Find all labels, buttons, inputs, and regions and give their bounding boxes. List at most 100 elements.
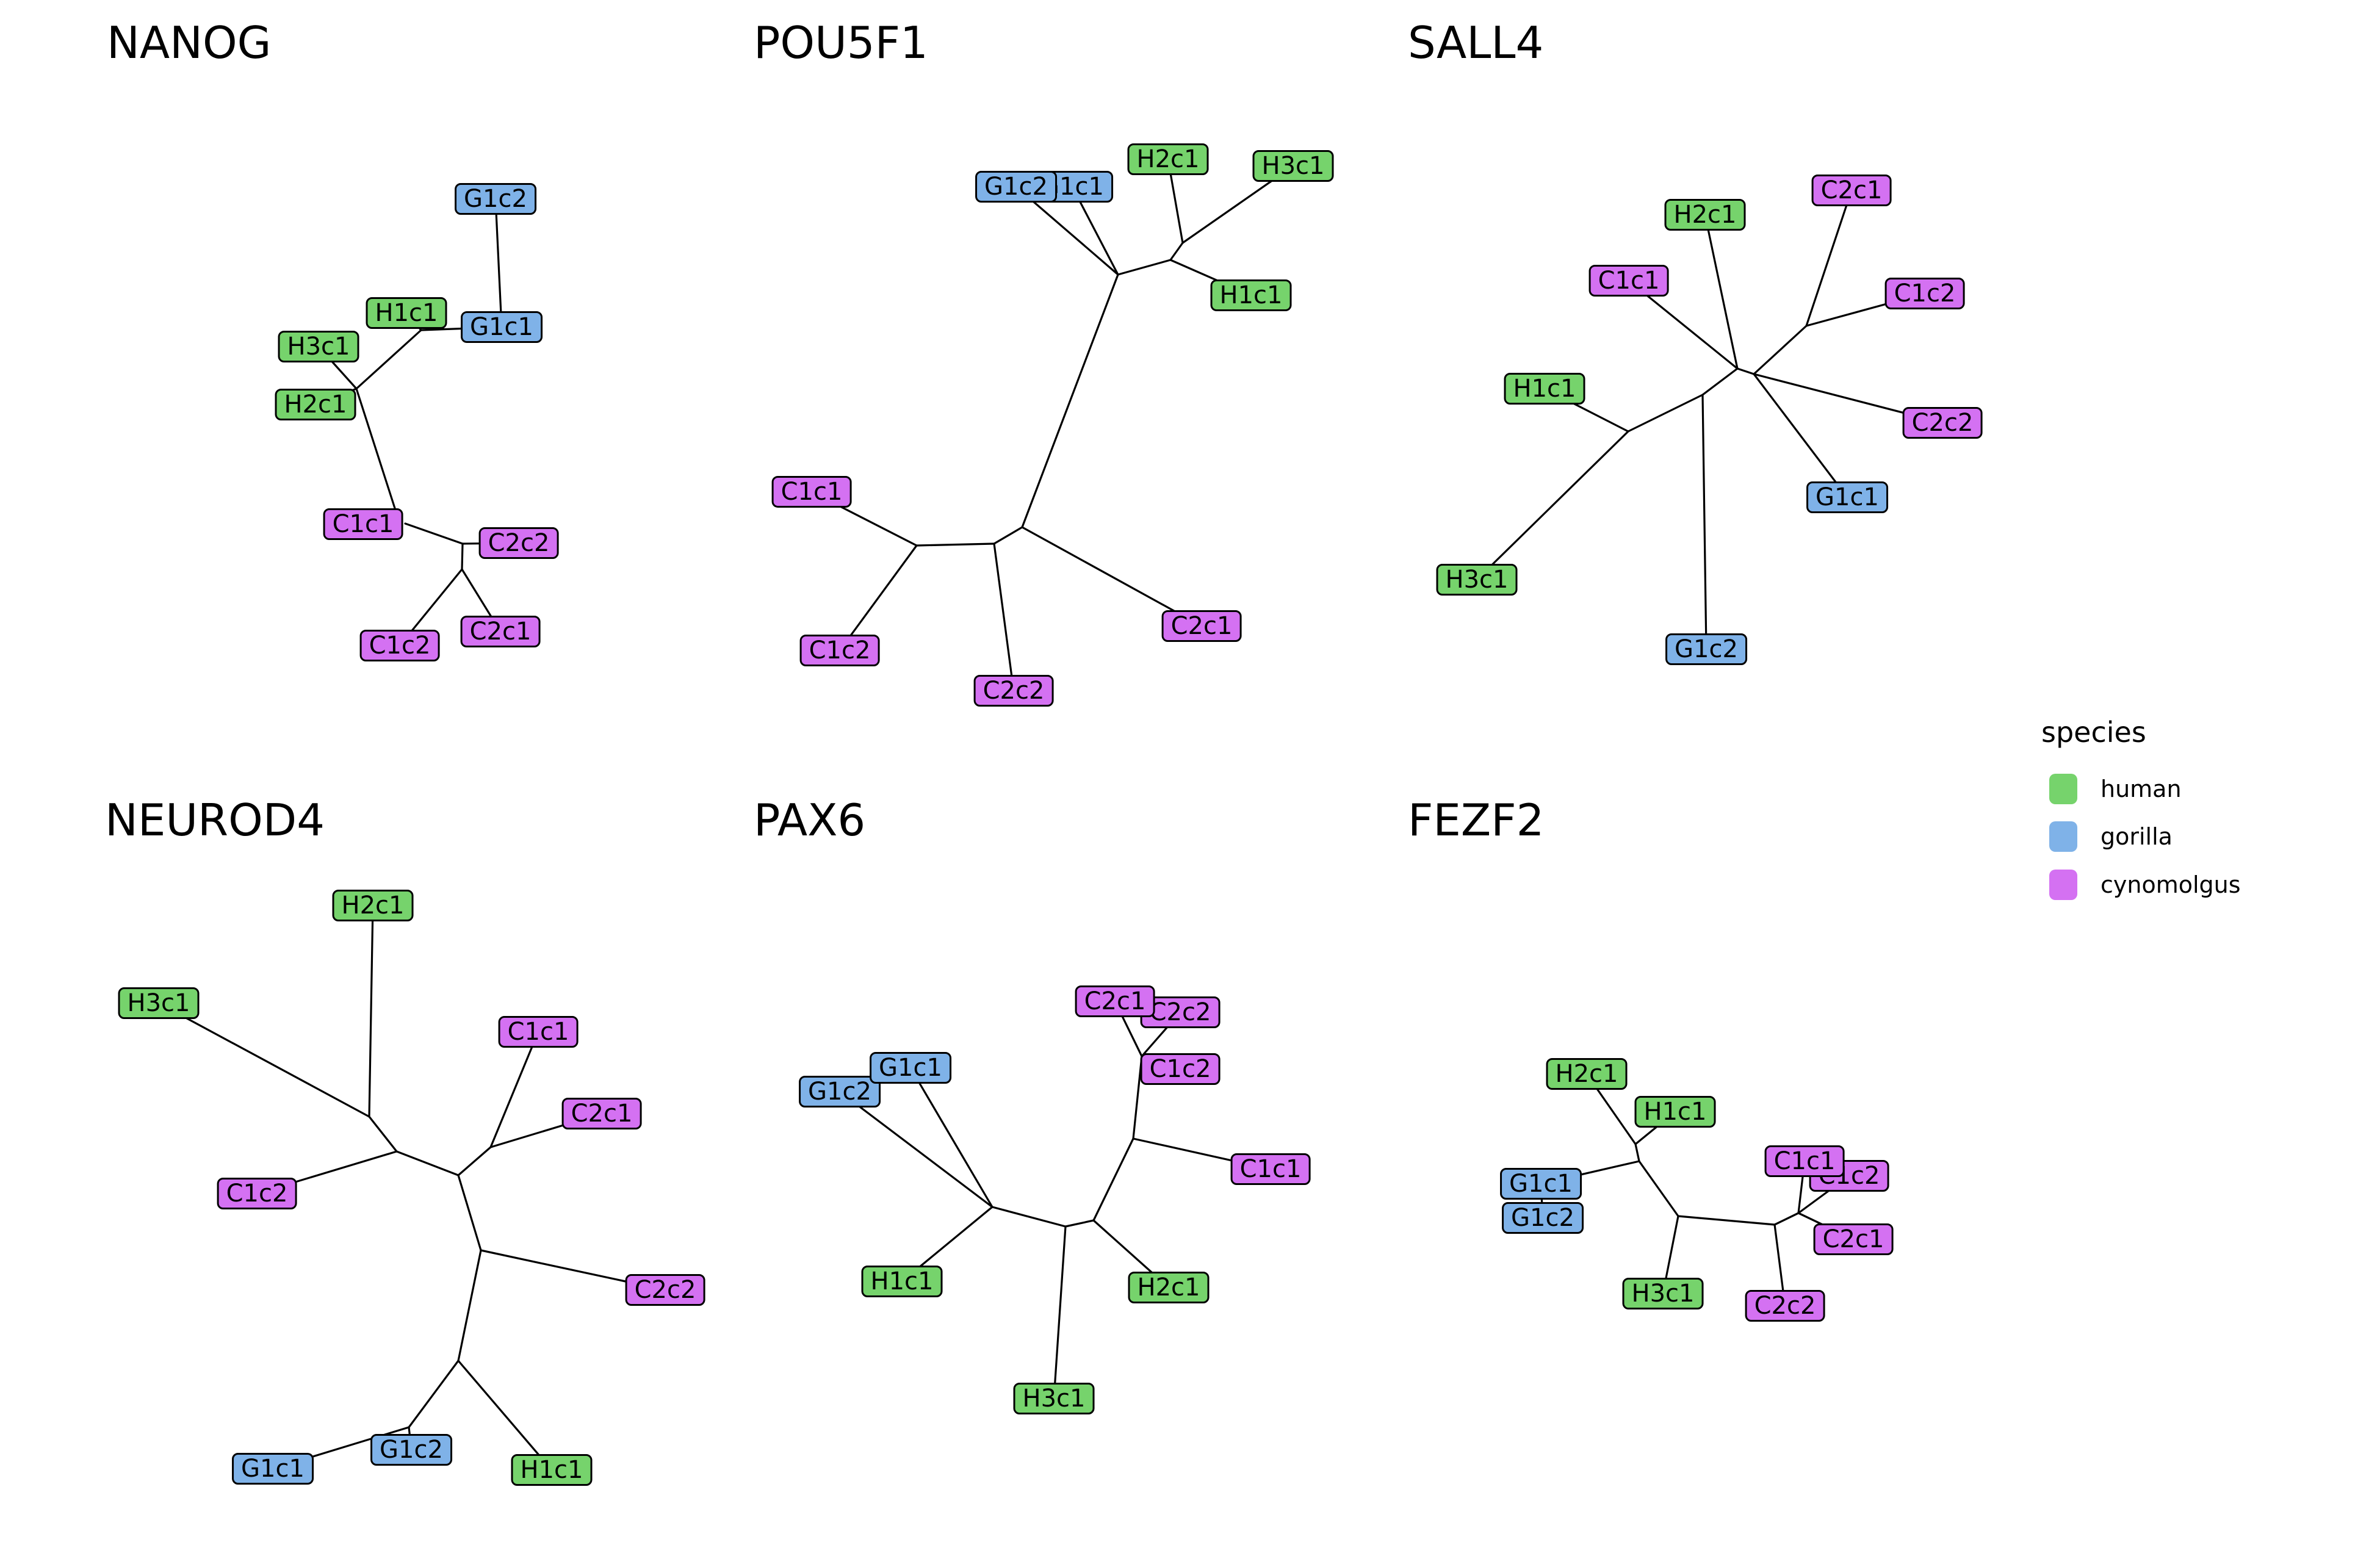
tree-edge xyxy=(368,1115,398,1153)
tree-tip-label-nanog-c2c1: C2c1 xyxy=(460,616,541,647)
tree-edge xyxy=(489,1031,539,1148)
tree-tip-label-nanog-h3c1: H3c1 xyxy=(278,331,359,362)
tree-tip-label-fezf2-h2c1: H2c1 xyxy=(1546,1058,1628,1090)
tree-edge xyxy=(1092,1137,1134,1222)
tree-edge xyxy=(1169,242,1184,261)
tree-tip-label-sall4-c1c1: C1c1 xyxy=(1588,265,1669,297)
tree-tip-label-pax6-c1c1: C1c1 xyxy=(1230,1153,1311,1185)
tree-edge xyxy=(1704,214,1739,370)
tree-tip-label-fezf2-c2c1: C2c1 xyxy=(1813,1223,1894,1255)
legend-chip-cynomolgus xyxy=(2049,870,2077,900)
tree-edge xyxy=(1701,367,1739,396)
tree-edge xyxy=(457,1249,482,1362)
tree-tip-label-pou5f1-c2c2: C2c2 xyxy=(973,675,1054,707)
tree-edge xyxy=(355,329,422,390)
tree-tip-label-pou5f1-c2c1: C2c1 xyxy=(1161,610,1242,642)
tree-tip-label-fezf2-c1c1: C1c1 xyxy=(1764,1145,1845,1177)
tree-tip-label-neurod4-g1c1: G1c1 xyxy=(232,1453,314,1485)
legend-title: species xyxy=(2041,716,2146,749)
tree-edge xyxy=(1753,325,1808,375)
tree-edge xyxy=(1638,1160,1679,1217)
panel-title-pax6: PAX6 xyxy=(754,794,866,846)
tree-tip-label-nanog-c2c2: C2c2 xyxy=(478,527,559,559)
tree-edge xyxy=(1021,526,1203,627)
legend-chip-gorilla xyxy=(2049,821,2077,852)
tree-tip-label-pou5f1-c1c1: C1c1 xyxy=(771,476,852,508)
legend-label-gorilla: gorilla xyxy=(2101,823,2173,850)
tree-edge xyxy=(1701,394,1707,650)
tree-edge xyxy=(838,1090,993,1208)
tree-tip-label-neurod4-c2c1: C2c1 xyxy=(561,1098,642,1129)
tree-tip-label-nanog-g1c2: G1c2 xyxy=(455,183,536,215)
tree-tip-label-neurod4-h2c1: H2c1 xyxy=(332,890,414,921)
tree-tip-label-neurod4-c2c2: C2c2 xyxy=(625,1274,705,1306)
tree-edge xyxy=(404,522,464,545)
legend-label-human: human xyxy=(2101,776,2182,802)
tree-edge xyxy=(1736,367,1755,375)
tree-tip-label-nanog-c1c2: C1c2 xyxy=(359,630,440,661)
tree-edge xyxy=(909,1067,993,1208)
tree-tip-label-pou5f1-c1c2: C1c2 xyxy=(799,635,880,666)
legend-chip-human xyxy=(2049,774,2077,804)
tree-tip-label-fezf2-g1c2: G1c2 xyxy=(1502,1202,1584,1234)
tree-tip-label-fezf2-c2c2: C2c2 xyxy=(1745,1290,1825,1322)
tree-edge xyxy=(915,542,995,547)
tree-edge xyxy=(1117,259,1172,276)
tree-edge xyxy=(993,542,1015,692)
tree-edge xyxy=(1021,273,1119,528)
tree-edge xyxy=(457,1360,553,1471)
tree-edge xyxy=(457,1146,492,1176)
tree-edge xyxy=(408,1360,460,1428)
tree-edge xyxy=(1753,373,1848,499)
tree-tip-label-nanog-h1c1: H1c1 xyxy=(366,297,447,329)
tree-tip-label-fezf2-g1c1: G1c1 xyxy=(1500,1168,1582,1200)
tree-edge xyxy=(1677,1215,1776,1226)
tree-edge xyxy=(1773,1212,1800,1226)
tree-tip-label-nanog-h2c1: H2c1 xyxy=(275,389,356,420)
tree-edge xyxy=(993,526,1023,545)
panel-title-neurod4: NEUROD4 xyxy=(105,794,325,846)
panel-title-pou5f1: POU5F1 xyxy=(754,17,928,68)
legend-label-cynomolgus: cynomolgus xyxy=(2101,871,2241,898)
tree-tip-label-pax6-h3c1: H3c1 xyxy=(1013,1383,1095,1414)
tree-tip-label-pax6-c2c1: C2c1 xyxy=(1075,985,1155,1017)
tree-edge xyxy=(461,542,464,571)
tree-tip-label-sall4-h3c1: H3c1 xyxy=(1436,564,1518,596)
tree-edge xyxy=(1634,1143,1640,1162)
tree-tip-label-neurod4-h1c1: H1c1 xyxy=(511,1454,593,1486)
panel-title-fezf2: FEZF2 xyxy=(1408,794,1545,846)
tree-tip-label-nanog-g1c1: G1c1 xyxy=(461,311,543,343)
tree-tip-label-sall4-h2c1: H2c1 xyxy=(1664,199,1746,231)
tree-edge xyxy=(1627,394,1704,433)
tree-edge xyxy=(494,198,503,328)
tree-edge xyxy=(157,1002,370,1118)
tree-edge xyxy=(355,387,397,511)
tree-tip-label-fezf2-h3c1: H3c1 xyxy=(1622,1278,1704,1309)
tree-tip-label-sall4-c2c2: C2c2 xyxy=(1902,407,1983,439)
tree-edge xyxy=(1053,1225,1067,1400)
tree-tip-label-fezf2-h1c1: H1c1 xyxy=(1634,1096,1716,1128)
tree-tip-label-sall4-h1c1: H1c1 xyxy=(1504,373,1585,405)
panel-title-sall4: SALL4 xyxy=(1408,17,1544,68)
tree-edge xyxy=(991,1206,1067,1228)
tree-edge xyxy=(1476,430,1629,581)
panel-title-nanog: NANOG xyxy=(107,17,272,68)
tree-tip-label-neurod4-c1c2: C1c2 xyxy=(217,1178,297,1209)
tree-tip-label-pax6-h1c1: H1c1 xyxy=(861,1266,943,1297)
tree-edge xyxy=(368,904,374,1118)
tree-tip-label-pou5f1-h2c1: H2c1 xyxy=(1127,143,1209,175)
tree-tip-label-sall4-g1c2: G1c2 xyxy=(1665,633,1747,665)
tree-edge xyxy=(457,1174,482,1252)
tree-tip-label-neurod4-g1c2: G1c2 xyxy=(370,1434,452,1466)
tree-tip-label-sall4-c2c1: C2c1 xyxy=(1811,175,1892,206)
tree-edge xyxy=(1805,189,1853,327)
tree-tip-label-neurod4-c1c1: C1c1 xyxy=(498,1016,579,1048)
tree-tip-label-sall4-c1c2: C1c2 xyxy=(1884,278,1965,309)
tree-tip-label-pax6-c1c2: C1c2 xyxy=(1140,1053,1221,1085)
tree-tip-label-pou5f1-g1c2: G1c2 xyxy=(975,171,1057,203)
tree-tip-label-pax6-g1c1: G1c1 xyxy=(870,1052,951,1084)
tree-tip-label-neurod4-h3c1: H3c1 xyxy=(118,987,200,1019)
tree-tip-label-pax6-g1c2: G1c2 xyxy=(799,1076,881,1108)
